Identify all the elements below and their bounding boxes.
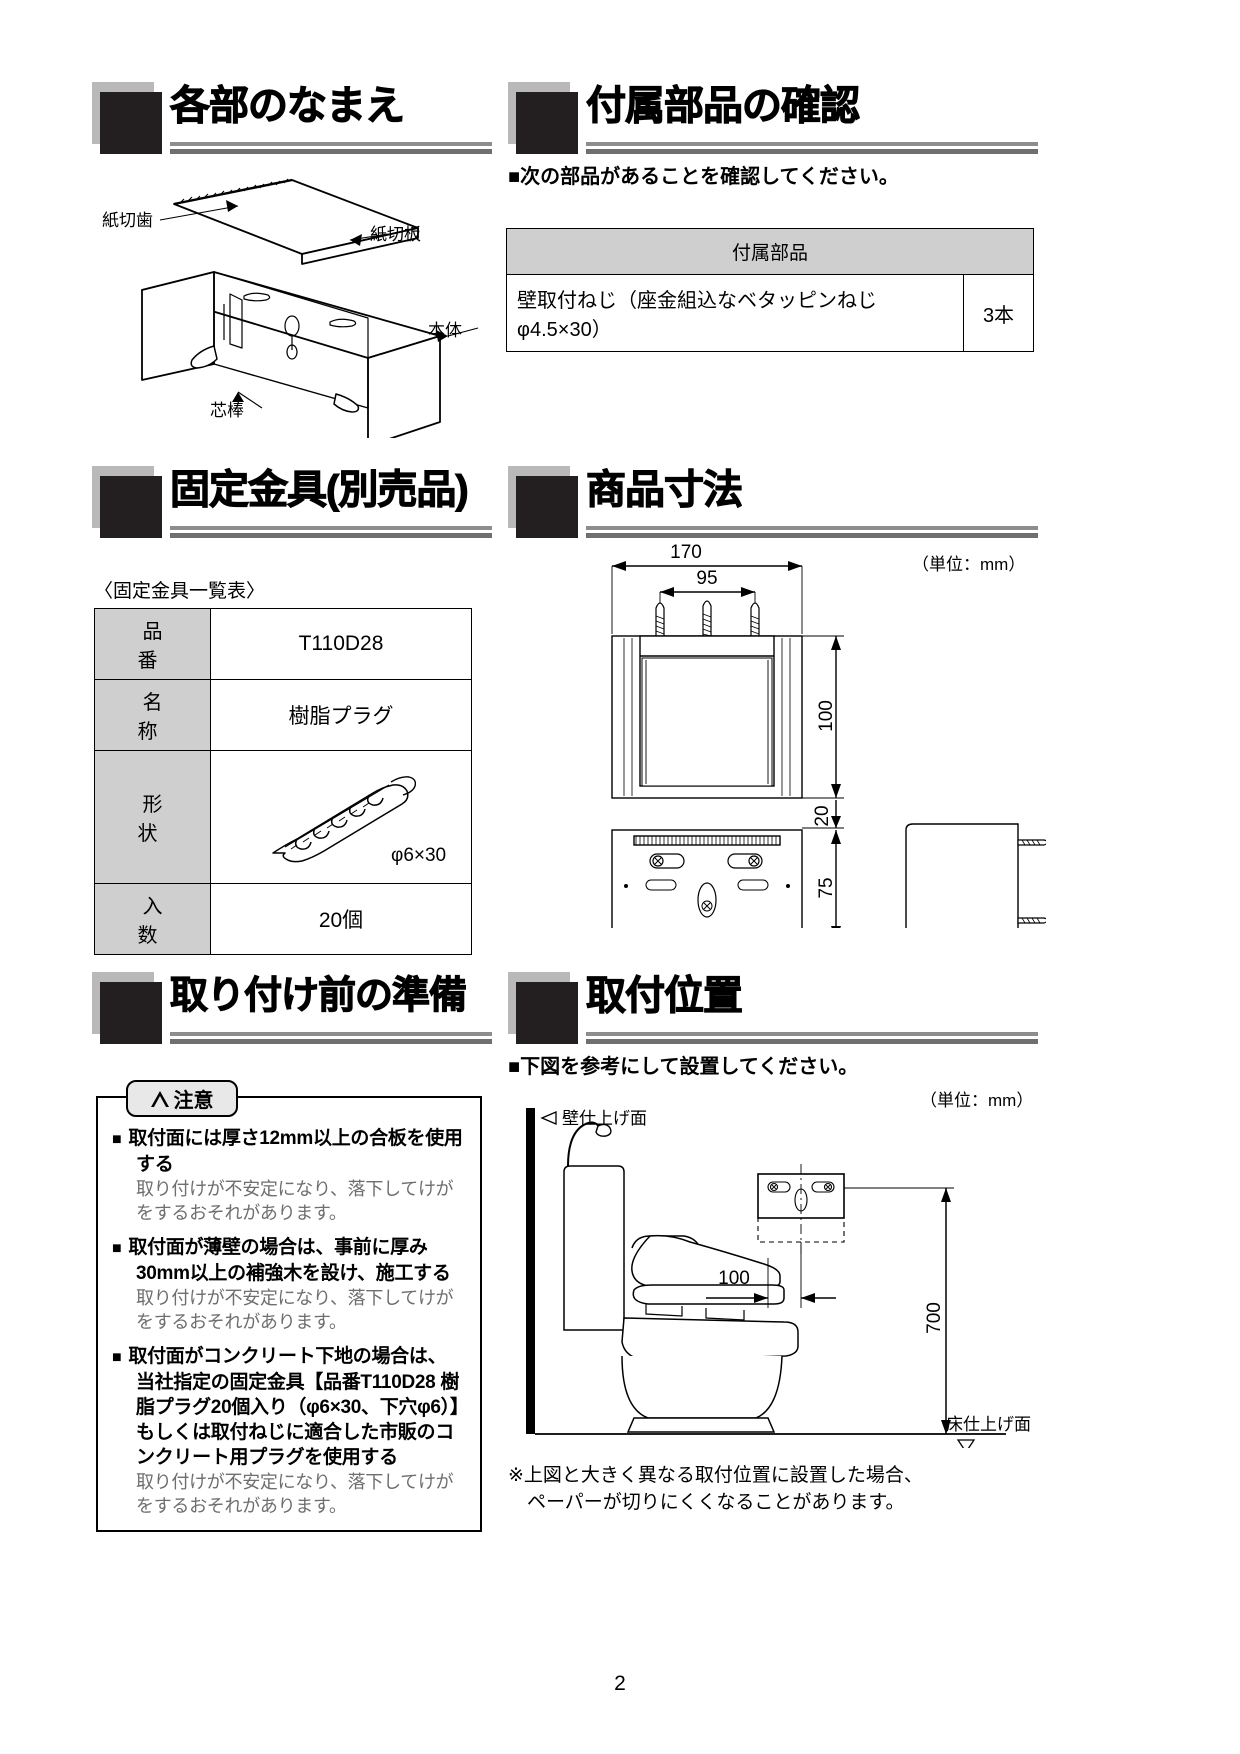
fixture-value-qty: 20個 [210,883,472,955]
section-mount-position: 取付位置 [508,968,1038,1046]
section-header: 固定金具(別売品) [92,462,492,540]
section-header: 商品寸法 [508,462,1038,540]
header-rule [586,526,1038,538]
accessories-table: 付属部品 壁取付ねじ（座金組込なベタッピンねじφ4.5×30） 3本 [506,228,1034,352]
header-square-shadow-icon [516,982,578,1044]
mount-position-drawing: 壁仕上げ面 床仕上げ面 100 700 [506,1108,1036,1448]
label-plate: 紙切板 [370,225,421,244]
section-title-preparation: 取り付け前の準備 [169,974,467,1017]
caution-item: ■取付面がコンクリート下地の場合は、当社指定の固定金具【品番T110D28 樹脂… [112,1344,464,1518]
caution-item-title: ■取付面が薄壁の場合は、事前に厚み30mm以上の補強木を設け、施工する [112,1237,451,1284]
section-preparation: 取り付け前の準備 [92,968,492,1046]
section-header: 各部のなまえ [92,78,492,156]
dimension-depth: 75 [816,877,837,898]
mount-position-unit-note: （単位：mm） [920,1091,1034,1110]
fixture-value-name: 樹脂プラグ [210,679,472,751]
section-header: 取り付け前の準備 [92,968,492,1046]
mount-position-intro: ■下図を参考にして設置してください。 [508,1056,859,1078]
section-dimensions: 商品寸法 [508,462,1038,540]
fixture-label-shape: 形 状 [94,750,211,884]
dimensions-unit-note: （単位：mm） [912,555,1026,574]
mount-position-footnote: ※上図と大きく異なる取付位置に設置した場合、 ペーパーが切りにくくなることがあり… [508,1465,923,1513]
dimension-height-front: 100 [816,700,837,732]
label-core: 芯棒 [210,401,244,420]
caution-item-sub: 取り付けが不安定になり、落下してけがをするおそれがあります。 [136,1179,454,1223]
fixture-label-name: 名 称 [94,679,211,751]
section-header: 付属部品の確認 [508,78,1038,156]
dimension-gap: 20 [812,805,833,826]
label-body: 本体 [428,321,462,340]
section-parts-names: 各部のなまえ [92,78,492,156]
warning-triangle-icon [150,1090,169,1107]
section-title-accessories: 付属部品の確認 [585,83,860,128]
section-title-dimensions: 商品寸法 [585,467,743,512]
caution-item-title: ■取付面には厚さ12mm以上の合板を使用する [112,1128,463,1175]
accessories-intro: ■次の部品があることを確認してください。 [508,166,899,188]
header-rule [586,142,1038,154]
header-square-shadow-icon [100,982,162,1044]
table-row: 壁取付ねじ（座金組込なベタッピンねじφ4.5×30） 3本 [506,274,1034,352]
table-row: 形 状 [94,750,472,884]
dimension-drawing: 170 95 100 20 75 [506,538,1046,928]
label-floor-finish: 床仕上げ面 [946,1415,1031,1434]
section-fixtures: 固定金具(別売品) [92,462,492,540]
header-square-shadow-icon [100,476,162,538]
fixture-shape-cell: φ6×30 [210,750,472,884]
caution-item-title: ■取付面がコンクリート下地の場合は、当社指定の固定金具【品番T110D28 樹脂… [112,1346,460,1468]
caution-badge: 注意 [126,1080,238,1117]
label-wall-finish: 壁仕上げ面 [562,1109,647,1128]
caution-item-sub: 取り付けが不安定になり、落下してけがをするおそれがあります。 [136,1288,454,1332]
fixture-label-model: 品 番 [94,608,211,680]
table-row: 品 番 T110D28 [94,608,472,680]
header-rule [170,526,492,538]
caution-item: ■取付面が薄壁の場合は、事前に厚み30mm以上の補強木を設け、施工する 取り付け… [112,1235,464,1334]
page-title: 各部のなまえ [169,83,405,128]
header-rule [170,142,492,154]
fixtures-table-caption: 〈固定金具一覧表〉 [94,581,266,602]
header-square-shadow-icon [100,92,162,154]
section-title-fixtures: 固定金具(別売品) [169,467,469,512]
accessory-qty: 3本 [963,274,1034,352]
accessory-name: 壁取付ねじ（座金組込なベタッピンねじφ4.5×30） [506,274,964,352]
section-title-mount-position: 取付位置 [585,973,743,1018]
section-header: 取付位置 [508,968,1038,1046]
label-blade: 紙切歯 [102,211,153,230]
label-offset: 100 [718,1268,750,1289]
table-row: 入 数 20個 [94,883,472,955]
label-height: 700 [924,1302,945,1334]
dimension-width-total: 170 [670,542,702,563]
caution-label: 注意 [173,1090,214,1112]
caution-box: ■取付面には厚さ12mm以上の合板を使用する 取り付けが不安定になり、落下してけ… [96,1096,482,1532]
fixtures-table: 品 番 T110D28 名 称 樹脂プラグ 形 状 [94,608,472,955]
table-row: 名 称 樹脂プラグ [94,679,472,751]
caution-item-sub: 取り付けが不安定になり、落下してけがをするおそれがあります。 [136,1472,454,1516]
caution-item: ■取付面には厚さ12mm以上の合板を使用する 取り付けが不安定になり、落下してけ… [112,1126,464,1225]
fixture-shape-dimension: φ6×30 [391,845,446,866]
section-accessories: 付属部品の確認 [508,78,1038,156]
header-square-shadow-icon [516,476,578,538]
parts-diagram: 紙切歯 紙切板 本体 芯棒 [96,168,496,438]
header-rule [170,1032,492,1044]
fixture-value-model: T110D28 [210,608,472,680]
page-number: 2 [614,1672,626,1695]
table-header-row: 付属部品 [506,228,1034,275]
dimension-width-screws: 95 [696,568,717,589]
header-rule [586,1032,1038,1044]
header-square-shadow-icon [516,92,578,154]
accessories-table-header: 付属部品 [506,228,1034,275]
fixture-label-qty: 入 数 [94,883,211,955]
